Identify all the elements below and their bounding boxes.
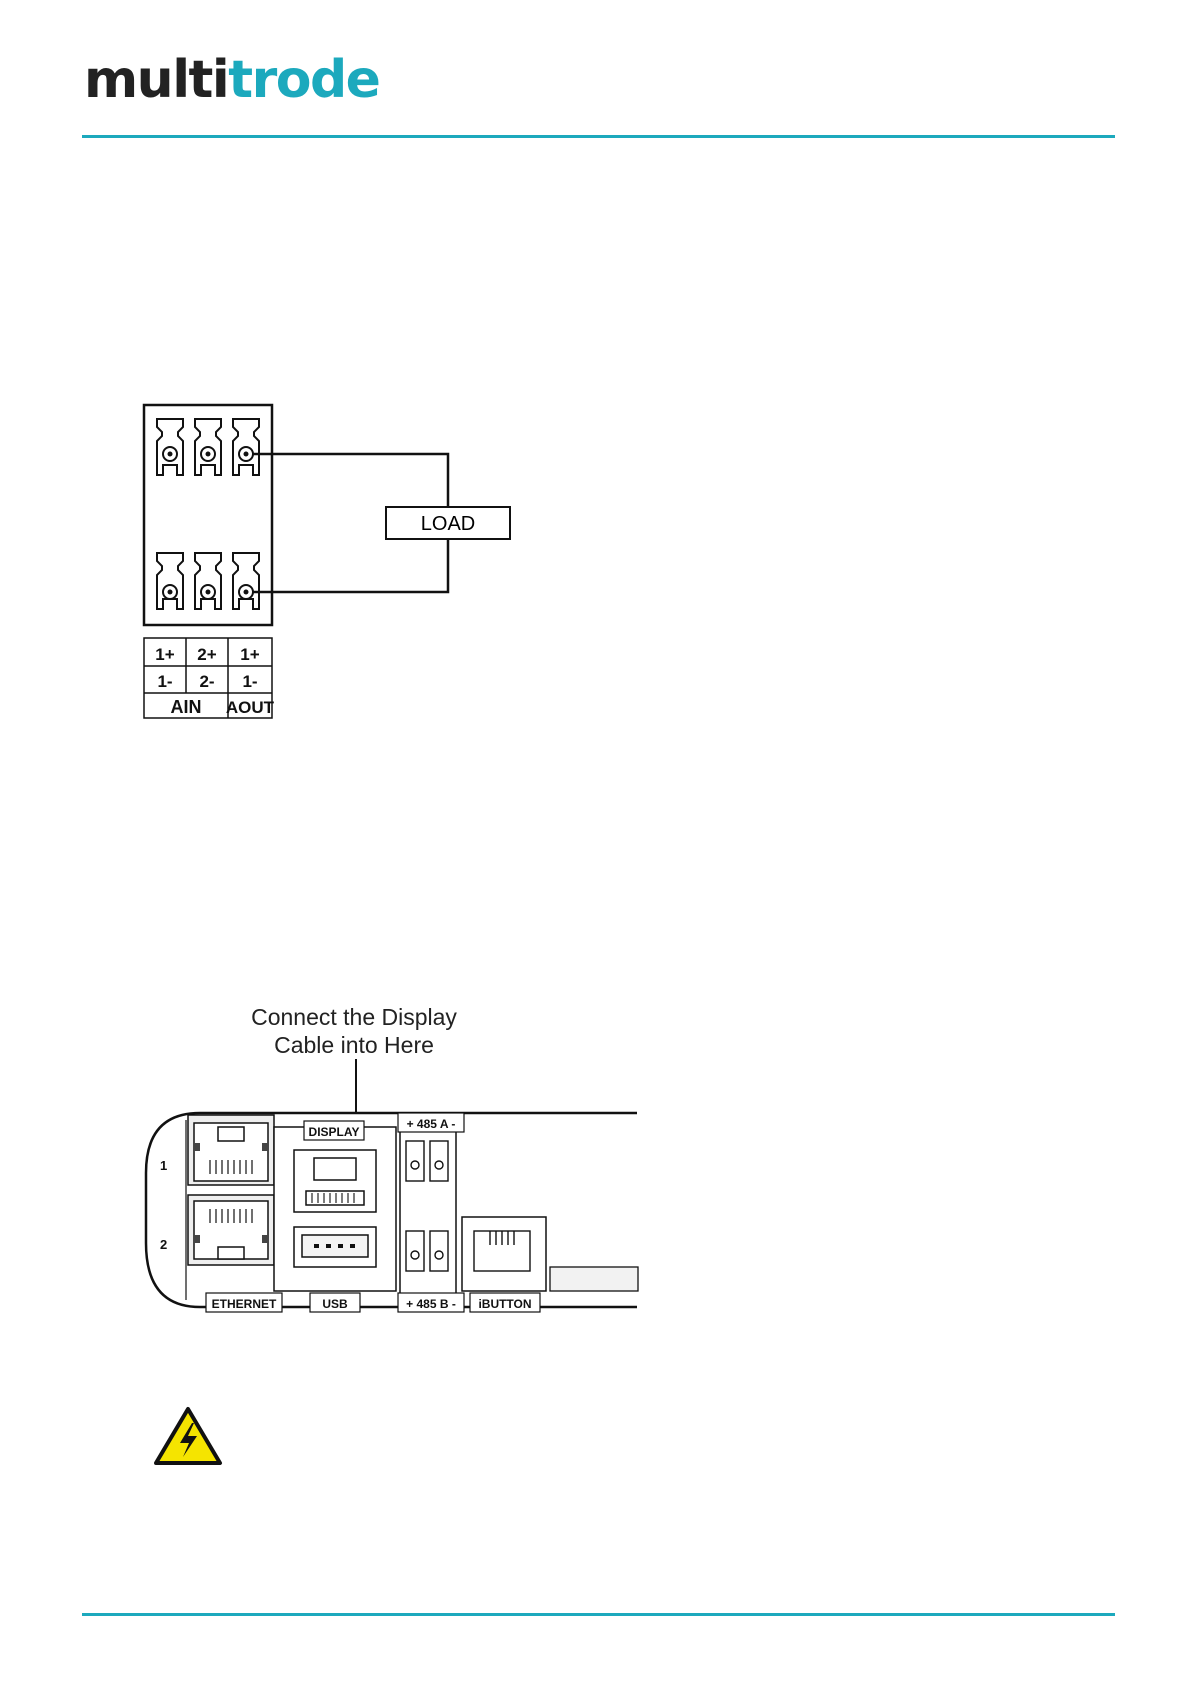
controller-panel-diagram: Connect the Display Cable into Here 1 2 … — [140, 995, 640, 1320]
logo-part-1: multi — [84, 50, 228, 110]
terminal-bottom-label: 2- — [199, 672, 214, 691]
rs485b-label: + 485 B - — [406, 1297, 456, 1311]
ethernet-port-1-label: 1 — [160, 1158, 167, 1173]
ethernet-port-2-label: 2 — [160, 1237, 167, 1252]
ibutton-label: iBUTTON — [478, 1297, 531, 1311]
terminal-bottom-label: 1- — [157, 672, 172, 691]
load-wiring-diagram: LOAD 1+ 2+ 1+ 1- 2- 1- AIN AOUT — [130, 395, 530, 725]
terminal-bottom-label: 1- — [242, 672, 257, 691]
rs485a-label: + 485 A - — [407, 1117, 456, 1131]
usb-port-label: USB — [322, 1297, 348, 1311]
load-label: LOAD — [421, 513, 475, 535]
high-voltage-warning-icon — [152, 1405, 224, 1467]
footer-rule — [82, 1613, 1115, 1616]
ethernet-label: ETHERNET — [212, 1297, 277, 1311]
callout-line-1: Connect the Display — [251, 1004, 457, 1030]
callout-line-2: Cable into Here — [274, 1032, 434, 1058]
terminal-top-label: 2+ — [197, 645, 216, 664]
wire-top — [253, 454, 448, 507]
multitrode-logo: multitrode — [84, 54, 379, 106]
usb-port[interactable] — [294, 1227, 376, 1267]
display-port-label: DISPLAY — [309, 1125, 360, 1139]
logo-part-2: trode — [228, 50, 379, 110]
terminal-top-label: 1+ — [240, 645, 259, 664]
terminal-top-label: 1+ — [155, 645, 174, 664]
aout-group-label: AOUT — [226, 698, 275, 717]
wire-bottom — [253, 539, 448, 592]
ain-group-label: AIN — [171, 697, 202, 717]
header-rule — [82, 135, 1115, 138]
display-port[interactable] — [294, 1150, 376, 1212]
